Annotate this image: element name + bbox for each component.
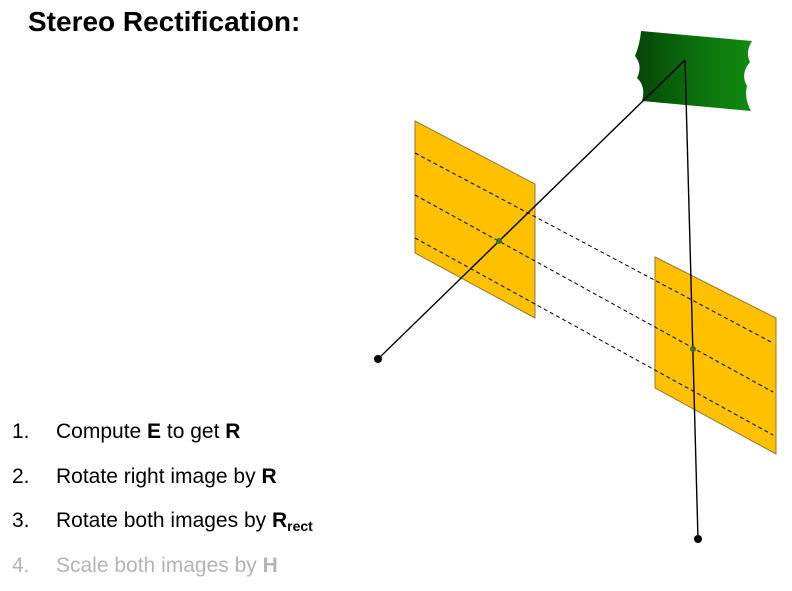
step-item-1: 1.Compute E to get R [12, 413, 313, 458]
step-text: Scale both images by [56, 554, 263, 577]
step-number: 3. [12, 502, 56, 539]
left-camera-center [374, 355, 382, 363]
step-text: Compute [56, 420, 147, 443]
step-symbol-r: R [261, 465, 276, 488]
step-number: 4. [12, 547, 56, 584]
step-text-mid: to get [161, 420, 225, 443]
step-symbol-r: R [272, 509, 287, 532]
step-item-2: 2.Rotate right image by R [12, 458, 313, 503]
left-image-plane [415, 121, 535, 318]
steps-list: 1.Compute E to get R 2.Rotate right imag… [12, 413, 313, 591]
scene-object-shape [635, 31, 752, 111]
right-image-plane [655, 257, 776, 454]
step-item-3: 3.Rotate both images by Rrect [12, 502, 313, 547]
step-number: 2. [12, 458, 56, 495]
step-text: Rotate right image by [56, 465, 261, 488]
step-subscript-rect: rect [287, 518, 313, 534]
step-text: Rotate both images by [56, 509, 272, 532]
step-number: 1. [12, 413, 56, 450]
right-camera-center [694, 535, 702, 543]
right-image-point [690, 346, 696, 352]
step-symbol-h: H [263, 554, 278, 577]
step-symbol-e: E [147, 420, 161, 443]
left-image-point [496, 238, 502, 244]
step-symbol-r: R [225, 420, 240, 443]
step-item-4: 4.Scale both images by H [12, 547, 313, 591]
